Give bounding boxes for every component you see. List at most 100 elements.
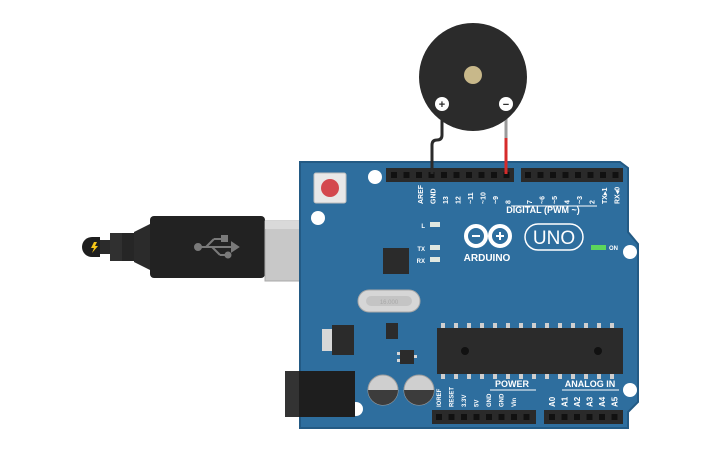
pin-hole[interactable] <box>498 414 505 420</box>
usb-strain-relief <box>134 224 150 270</box>
pin-hole[interactable] <box>523 414 530 420</box>
analog-pin-label: A4 <box>598 396 607 407</box>
pin-hole[interactable] <box>453 172 460 178</box>
mounting-hole <box>623 383 637 397</box>
pin-hole[interactable] <box>574 414 580 420</box>
led-tx <box>430 245 440 250</box>
chip-pin <box>506 323 510 328</box>
power-pin-label: GND <box>487 393 493 407</box>
pin-hole[interactable] <box>550 172 556 178</box>
digital-header-1[interactable] <box>386 168 514 182</box>
pin-hole[interactable] <box>586 414 593 420</box>
digital-pin-label: RX◂0 <box>615 187 622 204</box>
pin-hole[interactable] <box>562 172 569 178</box>
digital-pin-label: ~11 <box>468 192 475 204</box>
digital-pin-label: 8 <box>506 200 513 204</box>
mounting-hole <box>623 245 637 259</box>
pin-hole[interactable] <box>511 414 517 420</box>
led-rx <box>430 257 440 262</box>
digital-pin-holes <box>391 172 619 178</box>
usb-cable-ridge <box>122 233 134 261</box>
piezo-buzzer[interactable]: + − <box>419 23 527 131</box>
microcontroller-chip <box>437 328 623 374</box>
wire-buzzer-positive[interactable] <box>430 118 444 174</box>
usb-chip <box>383 248 409 274</box>
pin-hole[interactable] <box>486 414 492 420</box>
digital-title: DIGITAL (PWM ~) <box>506 205 579 215</box>
capacitor <box>367 374 399 406</box>
power-header[interactable] <box>432 410 536 424</box>
chip-pin <box>454 374 458 379</box>
chip-pin <box>597 323 601 328</box>
chip-pin <box>519 323 523 328</box>
pin-hole[interactable] <box>416 172 422 178</box>
chip-pin <box>506 374 510 379</box>
pin-hole[interactable] <box>561 414 568 420</box>
transistor <box>397 350 417 364</box>
buzzer-negative-terminal[interactable] <box>499 97 513 111</box>
analog-header[interactable] <box>544 410 623 424</box>
digital-pin-label: ~10 <box>481 192 488 204</box>
minus-icon: − <box>503 99 509 111</box>
model-label: UNO <box>533 228 575 249</box>
digital-pin-label: 4 <box>565 200 572 204</box>
model-badge <box>524 223 584 251</box>
power-pin-label: IOREF <box>437 388 443 407</box>
lightning-icon <box>91 242 98 253</box>
chip-pin <box>532 323 536 328</box>
pin-hole[interactable] <box>441 172 447 178</box>
chip-pin <box>480 374 484 379</box>
on-led <box>591 245 606 250</box>
pin-hole[interactable] <box>503 172 510 178</box>
logo-symbols <box>472 232 504 240</box>
pin-hole[interactable] <box>478 172 485 178</box>
pin-hole[interactable] <box>436 414 442 420</box>
voltage-regulator <box>322 325 354 355</box>
pin-hole[interactable] <box>473 414 480 420</box>
digital-header-2[interactable] <box>521 168 623 182</box>
crystal-label: 16.000 <box>380 300 399 306</box>
power-jack[interactable] <box>285 371 355 417</box>
analog-pin-label: A1 <box>561 396 570 407</box>
power-pin-label: GND <box>500 393 506 407</box>
chip-pin <box>532 374 536 379</box>
pin-hole[interactable] <box>448 414 455 420</box>
digital-pin-label: 2 <box>590 200 597 204</box>
small-component <box>386 323 398 339</box>
reset-button[interactable] <box>313 172 347 204</box>
chip-pin <box>467 323 471 328</box>
pin-hole[interactable] <box>587 172 594 178</box>
digital-pin-label: 13 <box>443 196 450 204</box>
pin-hole[interactable] <box>391 172 397 178</box>
power-pin-label: 3.3V <box>462 395 468 407</box>
pin-hole[interactable] <box>525 172 531 178</box>
pin-hole[interactable] <box>600 172 606 178</box>
pin-hole[interactable] <box>537 172 544 178</box>
chip-pin <box>454 323 458 328</box>
bottom-pin-holes <box>436 414 618 420</box>
led-rx-label: RX <box>417 259 425 265</box>
digital-pin-label: 12 <box>456 196 463 204</box>
chip-pin <box>480 323 484 328</box>
chip-pin <box>571 374 575 379</box>
pin-hole[interactable] <box>575 172 581 178</box>
chip-pin <box>493 323 497 328</box>
pin-hole[interactable] <box>599 414 605 420</box>
pin-hole[interactable] <box>461 414 467 420</box>
pin-hole[interactable] <box>612 172 619 178</box>
mounting-hole <box>368 170 382 184</box>
pin-hole[interactable] <box>611 414 618 420</box>
chip-pin <box>545 374 549 379</box>
led-l <box>430 222 440 227</box>
pin-hole[interactable] <box>491 172 497 178</box>
pin-hole[interactable] <box>403 172 410 178</box>
pin-hole[interactable] <box>549 414 555 420</box>
power-pin-label: 5V <box>475 400 481 407</box>
buzzer-positive-terminal[interactable] <box>435 97 449 111</box>
digital-pin-label: 7 <box>527 200 534 204</box>
pin-hole[interactable] <box>428 172 435 178</box>
pin-hole[interactable] <box>466 172 472 178</box>
